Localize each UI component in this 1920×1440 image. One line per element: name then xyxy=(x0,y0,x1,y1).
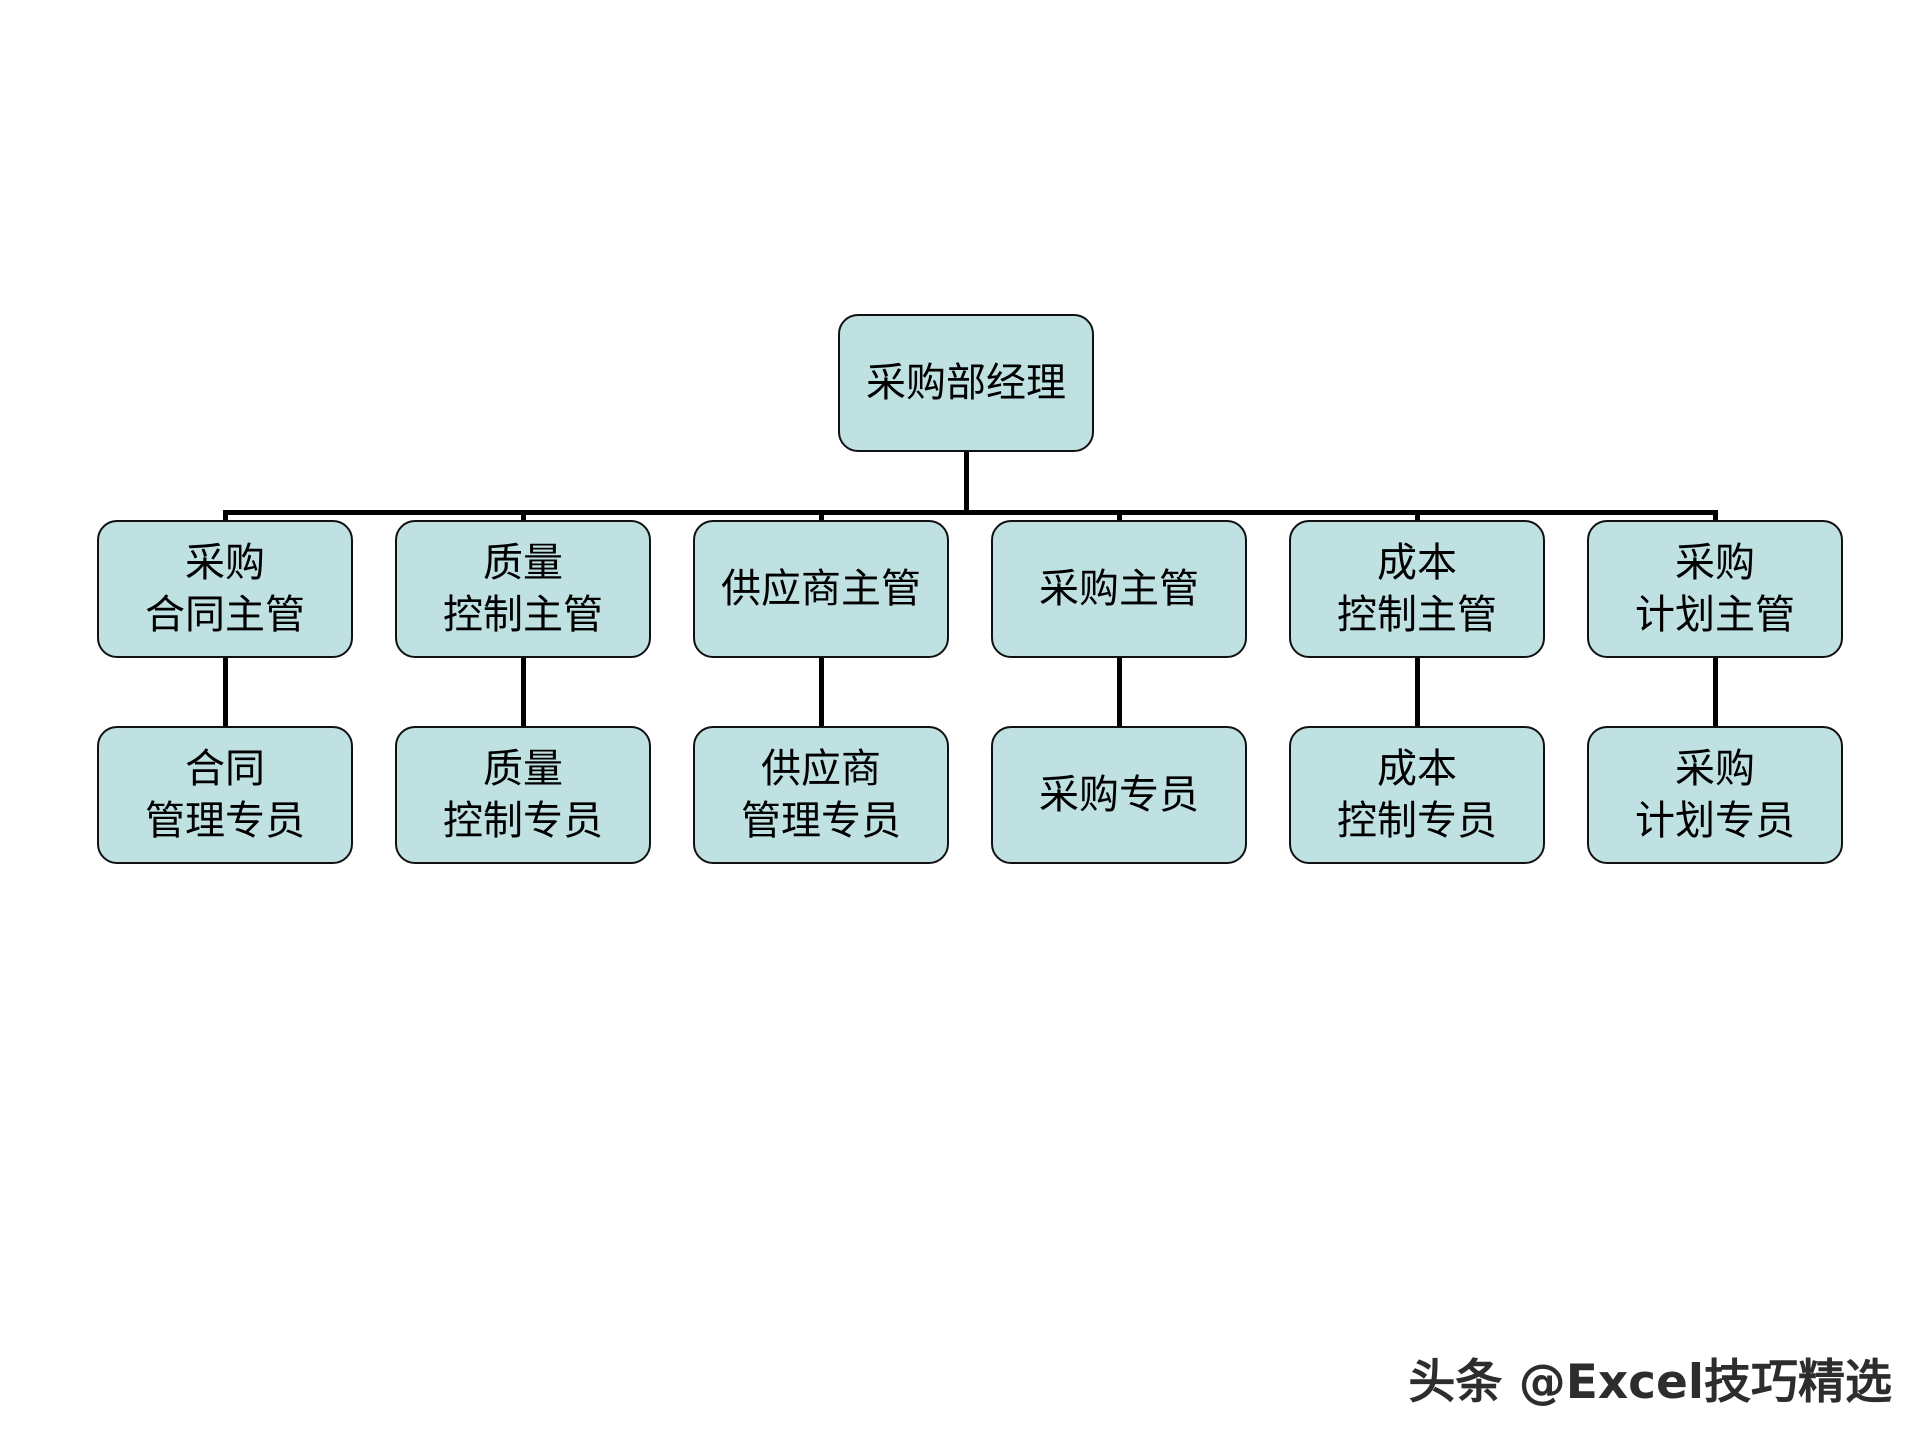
node-specialist-6: 采购 计划专员 xyxy=(1587,726,1843,864)
node-supervisor-2: 质量 控制主管 xyxy=(395,520,651,658)
node-root: 采购部经理 xyxy=(838,314,1094,452)
connector-branch-5-up xyxy=(1414,512,1420,520)
connector-branch-4-up xyxy=(1116,512,1122,520)
node-supervisor-6: 采购 计划主管 xyxy=(1587,520,1843,658)
node-supervisor-5: 成本 控制主管 xyxy=(1289,520,1545,658)
connector-branch-3-down xyxy=(818,658,824,726)
connector-branch-2-down xyxy=(520,658,526,726)
connector-branch-6-down xyxy=(1712,658,1718,726)
watermark-text: 头条 @Excel技巧精选 xyxy=(1408,1355,1892,1410)
connector-branch-1-up xyxy=(222,512,228,520)
node-supervisor-3: 供应商主管 xyxy=(693,520,949,658)
connector-root-down xyxy=(963,452,969,512)
node-specialist-5: 成本 控制专员 xyxy=(1289,726,1545,864)
connector-branch-6-up xyxy=(1712,512,1718,520)
node-specialist-4: 采购专员 xyxy=(991,726,1247,864)
connector-branch-3-up xyxy=(818,512,824,520)
node-specialist-2: 质量 控制专员 xyxy=(395,726,651,864)
connector-horizontal-bus xyxy=(222,509,1718,515)
node-supervisor-1: 采购 合同主管 xyxy=(97,520,353,658)
connector-branch-1-down xyxy=(222,658,228,726)
connector-branch-2-up xyxy=(520,512,526,520)
node-supervisor-4: 采购主管 xyxy=(991,520,1247,658)
node-specialist-1: 合同 管理专员 xyxy=(97,726,353,864)
connector-branch-5-down xyxy=(1414,658,1420,726)
connector-branch-4-down xyxy=(1116,658,1122,726)
node-specialist-3: 供应商 管理专员 xyxy=(693,726,949,864)
